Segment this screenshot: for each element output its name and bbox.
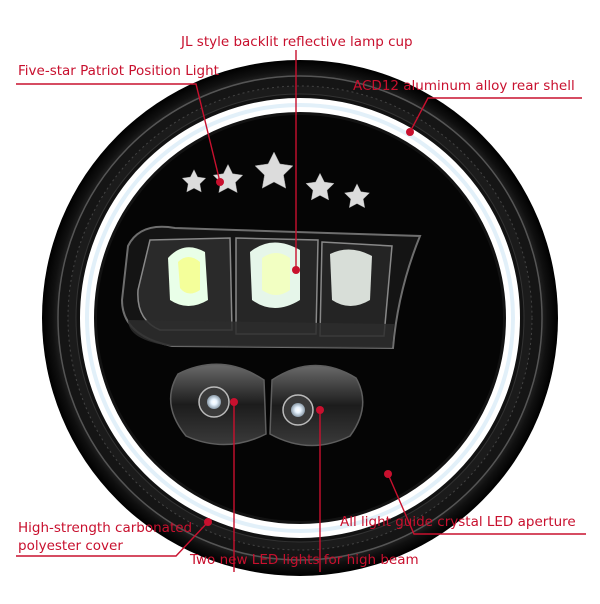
callout-dot <box>292 266 300 274</box>
star-icon <box>344 183 370 208</box>
label-cover-line2: polyester cover <box>18 538 123 554</box>
callout-dot <box>316 406 324 414</box>
callout-line-light-guide <box>387 473 586 535</box>
callout-dot <box>204 518 212 526</box>
callout-dot <box>406 128 414 136</box>
label-position-light: Five-star Patriot Position Light <box>18 63 219 79</box>
star-icon <box>181 169 207 193</box>
callout-lines <box>16 50 586 572</box>
star-icon <box>254 151 294 189</box>
star-icon <box>305 172 335 201</box>
label-cover-line1: High-strength carbonated <box>18 520 193 536</box>
callout-line-cover <box>16 521 209 557</box>
label-high-beam: Two new LED lights for high beam <box>190 552 419 568</box>
label-light-guide: All light guide crystal LED aperture <box>340 514 576 530</box>
label-rear-shell: ACD12 aluminum alloy rear shell <box>353 78 575 94</box>
callout-line-position-light <box>16 83 221 183</box>
callout-dot <box>384 470 392 478</box>
callout-line-rear-shell <box>409 97 582 133</box>
reflective-lamp-cup <box>120 225 422 350</box>
callout-dot <box>230 398 238 406</box>
callout-dot <box>216 178 224 186</box>
callout-dots <box>204 128 414 526</box>
label-reflective-cup: JL style backlit reflective lamp cup <box>181 34 413 50</box>
